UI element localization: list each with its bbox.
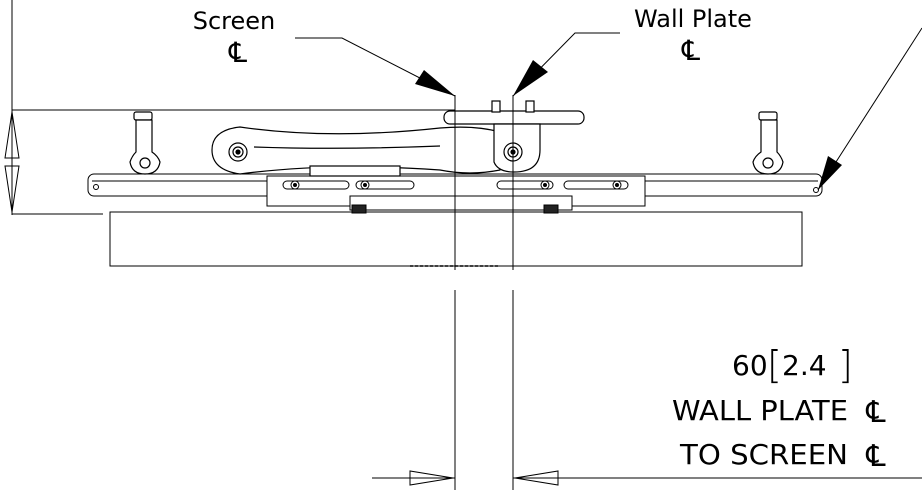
wall-plate-cl-symbol: ℄ [681, 34, 700, 67]
screen-cl-symbol: ℄ [228, 36, 247, 69]
wall-plate-cl-arrowhead [513, 60, 548, 96]
rail-leader-arrowhead [818, 156, 842, 190]
left-vertical-dimension [4, 0, 455, 215]
screen-label: Screen [193, 7, 276, 35]
screen-cl-arrowhead [415, 70, 455, 96]
dimension-line2-text: TO SCREEN [679, 438, 848, 471]
center-lines [454, 95, 514, 490]
wall-plate [443, 100, 585, 173]
display-panel [109, 211, 803, 267]
dimension-line1-cl-symbol: ℄ [865, 395, 885, 430]
articulating-arm [211, 126, 501, 177]
wall-plate-label: Wall Plate [634, 5, 752, 33]
dimension-bracket-open: [ [767, 343, 782, 387]
dimension-line1-text: WALL PLATE [672, 394, 848, 427]
center-bracket [266, 175, 646, 214]
dimension-alt-value: 2.4 [782, 349, 827, 382]
dimension-bracket-close: ] [838, 343, 853, 387]
dimension-line2-cl-symbol: ℄ [865, 439, 885, 474]
screen-cl-leader [295, 37, 456, 97]
dimension-value: 60 [732, 349, 768, 382]
wall-plate-cl-leader [512, 32, 620, 97]
bottom-dimension [372, 470, 922, 486]
left-hanger-hook [129, 111, 161, 175]
right-hanger-hook [752, 111, 784, 175]
